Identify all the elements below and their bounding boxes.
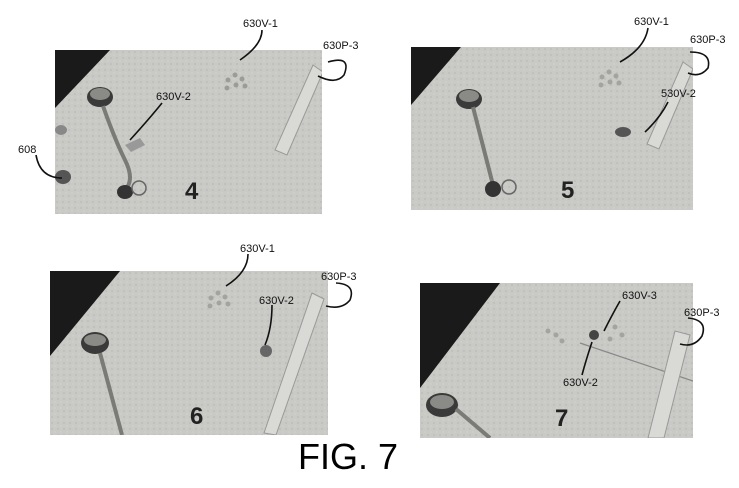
ref-label-630V-3: 630V-3 [622,290,657,302]
leader-630P-3-p4 [318,60,346,80]
panel-5-photo [411,47,693,210]
photo-panel-7: 7 [420,283,693,438]
ref-label-630P-3: 630P-3 [323,40,358,52]
ref-label-630V-1: 630V-1 [240,243,275,255]
ref-label-630P-3: 630P-3 [684,307,719,319]
ref-label-630V-2: 630V-2 [259,295,294,307]
photo-panel-5: 5 [411,47,693,210]
photo-panel-4: 4 [55,50,322,214]
ref-label-630V-1: 630V-1 [243,18,278,30]
figure-caption: FIG. 7 [298,436,398,478]
panel-number: 7 [555,405,568,433]
ref-label-630V-2: 630V-2 [563,377,598,389]
panel-number: 6 [190,403,203,431]
panel-number: 4 [185,178,198,206]
ref-label-630P-3: 630P-3 [690,34,725,46]
ref-label-630V-2: 630V-2 [156,91,191,103]
ref-label-630P-3: 630P-3 [321,271,356,283]
panel-number: 5 [561,177,574,205]
leader-630P-3-p6 [326,283,351,307]
ref-label-630V-1: 630V-1 [634,16,669,28]
ref-label-530V-2: 530V-2 [661,88,696,100]
ref-label-608: 608 [18,144,36,156]
